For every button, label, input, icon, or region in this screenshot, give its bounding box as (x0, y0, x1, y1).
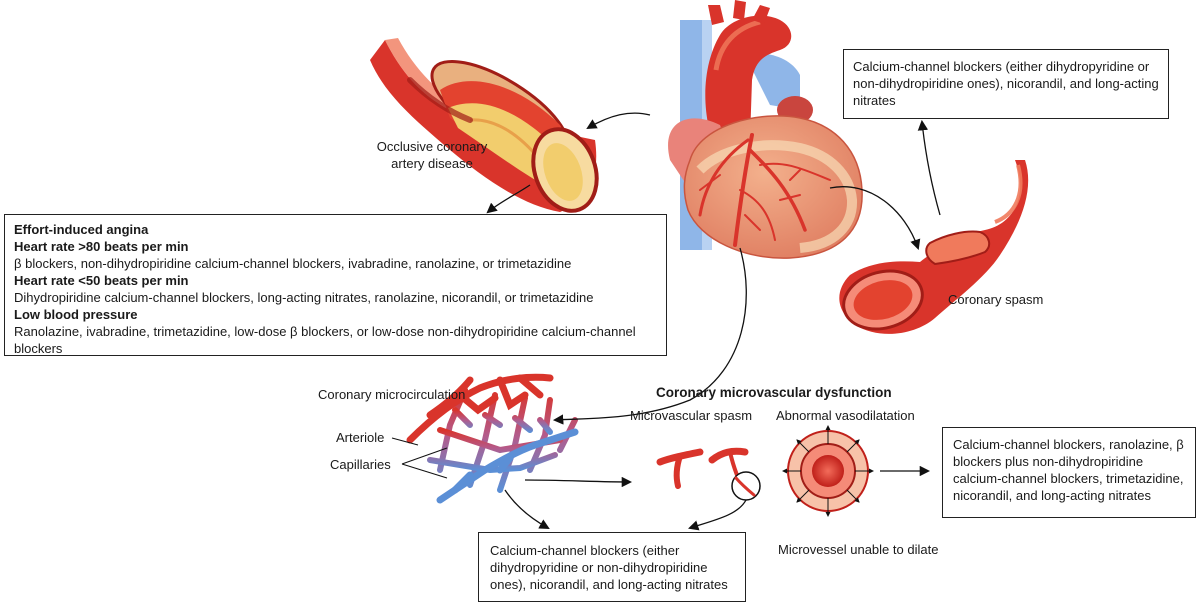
microvascular-spasm-treatment-text: Calcium-channel blockers (either dihydro… (490, 543, 728, 592)
arteriole-label: Arteriole (336, 430, 385, 445)
hr-high-text: β blockers, non-dihydropiridine calcium-… (14, 256, 572, 271)
coronary-spasm-label: Coronary spasm (948, 292, 1044, 307)
occluded-artery-illustration (370, 38, 599, 213)
microvascular-spasm-vessels (656, 447, 761, 501)
cmd-title: Coronary microvascular dysfunction (656, 385, 892, 400)
hr-low-text: Dihydropiridine calcium-channel blockers… (14, 290, 594, 305)
vasodilatation-treatment-text: Calcium-channel blockers, ranolazine, β … (953, 437, 1184, 503)
vasodilatation-treatment-box: Calcium-channel blockers, ranolazine, β … (942, 427, 1196, 518)
low-bp-title: Low blood pressure (14, 307, 138, 322)
label-pointers (391, 437, 448, 479)
spasm-artery-illustration (839, 160, 1029, 334)
microcirculation-network (406, 373, 579, 504)
effort-angina-title: Effort-induced angina (14, 222, 149, 237)
occlusive-cad-label: Occlusive coronary artery disease (376, 139, 488, 171)
spasm-treatment-text: Calcium-channel blockers (either dihydro… (853, 59, 1159, 108)
coronary-microcirculation-label: Coronary microcirculation (318, 387, 466, 402)
capillaries-label: Capillaries (330, 457, 391, 472)
microvascular-spasm-treatment-box: Calcium-channel blockers (either dihydro… (478, 532, 746, 602)
hr-high-title: Heart rate >80 beats per min (14, 239, 189, 254)
effort-angina-box: Effort-induced angina Heart rate >80 bea… (4, 214, 667, 356)
microvascular-spasm-label: Microvascular spasm (630, 408, 753, 423)
unable-to-dilate-label: Microvessel unable to dilate (778, 542, 939, 557)
heart-illustration (668, 0, 863, 259)
connector-arrows (486, 112, 941, 531)
abnormal-vasodilatation-vessel (782, 425, 874, 517)
abnormal-vasodilatation-label: Abnormal vasodilatation (776, 408, 915, 423)
hr-low-title: Heart rate <50 beats per min (14, 273, 189, 288)
low-bp-text: Ranolazine, ivabradine, trimetazidine, l… (14, 324, 636, 356)
spasm-treatment-box: Calcium-channel blockers (either dihydro… (843, 49, 1169, 119)
